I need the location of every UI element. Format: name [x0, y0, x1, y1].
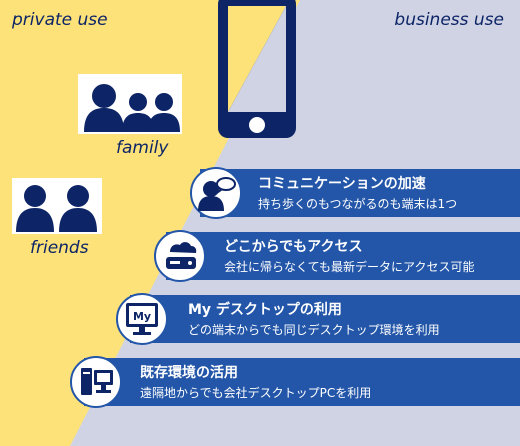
friends-card	[12, 178, 102, 234]
family-card	[78, 74, 182, 134]
feature-title: My デスクトップの利用	[188, 302, 342, 318]
feature-desc: 遠隔地からでも会社デスクトップPCを利用	[140, 386, 372, 400]
feature-existing-env: 既存環境の活用 遠隔地からでも会社デスクトップPCを利用	[84, 358, 520, 406]
private-use-label: private use	[12, 10, 108, 30]
business-use-label: business use	[394, 10, 504, 30]
feature-communication: コミュニケーションの加速 持ち歩くのもつながるのも端末は1つ	[200, 169, 520, 217]
feature-my-desktop: My デスクトップの利用 どの端末からでも同じデスクトップ環境を利用	[130, 295, 520, 343]
feature-desc: どの端末からでも同じデスクトップ環境を利用	[188, 323, 440, 337]
friends-icon	[16, 185, 97, 232]
family-icon	[84, 84, 180, 132]
feature-title: どこからでもアクセス	[224, 239, 363, 255]
feature-desc: 会社に帰らなくても最新データにアクセス可能	[224, 260, 475, 274]
cloud-server-icon	[154, 230, 206, 282]
feature-title: コミュニケーションの加速	[258, 176, 426, 192]
desktop-pc-icon	[70, 356, 122, 408]
friends-label: friends	[30, 238, 89, 258]
feature-desc: 持ち歩くのもつながるのも端末は1つ	[258, 197, 458, 211]
feature-access: どこからでもアクセス 会社に帰らなくても最新データにアクセス可能	[166, 232, 520, 280]
monitor-my-text: My	[133, 310, 151, 323]
smartphone-icon	[218, 0, 296, 138]
feature-title: 既存環境の活用	[140, 365, 238, 381]
chat-person-icon	[190, 167, 242, 219]
monitor-my-icon: My	[116, 293, 168, 345]
family-label: family	[116, 138, 169, 158]
